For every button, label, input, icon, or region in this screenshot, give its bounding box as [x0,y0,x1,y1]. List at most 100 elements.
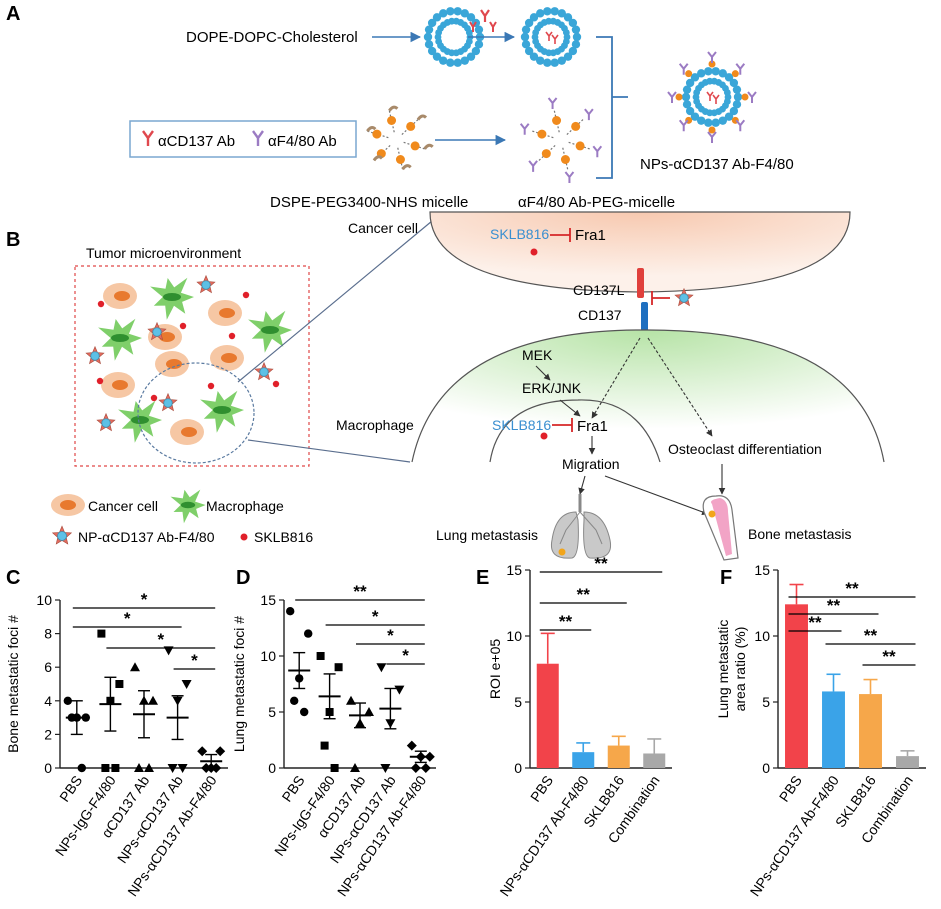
surface-antibody [707,51,717,63]
np-core [101,418,111,428]
data-point [420,763,431,773]
cd137l-receptor [637,268,644,298]
lipid-head [718,116,728,125]
lipid-head [571,25,581,34]
cancer-nucleus [181,427,197,437]
nhs-tail [388,105,399,112]
sklb-dot [97,300,105,308]
lipid-head [563,52,573,61]
legend-cd137: αCD137 Ab [158,133,235,150]
lipid-head [550,7,559,16]
fra1-bottom: Fra1 [577,418,608,435]
bone-icon [702,495,739,561]
sklb-top: SKLB816 [490,226,549,242]
arrow-mek-erk [535,365,551,381]
legend-macrophage: Macrophage [206,498,284,514]
lipid-head [733,92,743,102]
surface-head [685,70,693,78]
antibody-legend-box [129,120,357,158]
x-category-label: PBS [527,773,556,805]
lipid-head [438,56,448,65]
cancer-nucleus [112,380,128,390]
data-point [410,763,421,773]
tme-title: Tumor microenvironment [86,245,241,261]
lipid-head [572,32,582,42]
y-tick-label: 0 [514,760,522,776]
macrophage-label: Macrophage [336,417,414,433]
data-point [364,707,374,716]
data-point [197,746,208,757]
np-binding-icon [674,287,694,307]
arrow-migration-bone [604,475,709,516]
lipid-head [460,9,470,18]
micelle-head [406,121,416,131]
tme-cells [85,274,292,445]
zoom-line-top [237,220,433,383]
lipid-head [681,92,691,102]
significance-label: * [372,607,379,626]
y-tick-label: 5 [268,704,276,720]
zoom-circle [137,362,255,464]
data-point [346,695,356,705]
f480-antibody [528,160,538,172]
significance-label: * [157,630,164,649]
legend-macrophage-icon [170,489,206,524]
data-point [320,741,329,750]
cd137-receptor [641,302,648,332]
sklb-dot [228,332,236,340]
lipids-label: DOPE-DOPC-Cholesterol [186,29,358,46]
bar [536,663,559,768]
micelle-head [395,155,405,165]
micelle-head [560,155,570,165]
significance-label: * [402,646,409,665]
panel-a: A DOPE-DOPC-Cholesterol αCD137 Ab αF4/80… [6,3,794,211]
lipid-head [732,100,742,109]
y-axis-label: Lung metastatic foci # [231,616,247,752]
micelle-head [541,149,551,159]
micelle-label: DSPE-PEG3400-NHS micelle [270,194,468,211]
sklb-dot [150,394,158,402]
x-category-label: PBS [776,773,805,805]
surface-head [675,93,683,101]
surface-antibody [678,63,689,75]
lung-met-label: Lung metastasis [436,527,538,543]
cancer-nucleus [159,332,175,342]
lipid-head [529,13,539,22]
sklb-dot [272,380,280,388]
data-point [394,685,405,695]
lung-icon [550,494,612,559]
lipid-head [427,46,437,56]
micelle-head [571,121,581,131]
micelle-head [372,129,382,139]
y-tick-label: 0 [268,760,276,776]
y-tick-label: 15 [506,562,522,578]
data-point [111,764,120,772]
data-point [406,740,417,751]
data-point [304,629,313,638]
lipid-head [724,112,734,121]
lipid-head [711,118,720,127]
y-axis-label: Bone metastatic foci # [5,615,21,753]
sklb-dot-top [530,248,538,256]
bar [896,756,919,768]
panel-label: E [476,567,489,589]
np-core [259,367,269,377]
significance-label: ** [559,612,573,631]
significance-label: ** [808,613,822,632]
inhibit-top [550,228,571,242]
dashed-cd137-osteoclast [647,337,713,437]
y-tick-label: 15 [754,562,770,578]
y-tick-label: 4 [44,693,52,709]
surface-head [708,126,716,134]
ab-micelle-label: αF4/80 Ab-PEG-micelle [518,194,675,211]
antibody-icons-loading [469,9,497,32]
lipid-head [521,40,531,49]
lipid-head [696,116,706,125]
lipid-head [568,46,578,56]
surface-head [741,93,749,101]
micelle-head [575,141,585,151]
lipid-head [535,56,545,65]
lipid-head [424,40,434,49]
